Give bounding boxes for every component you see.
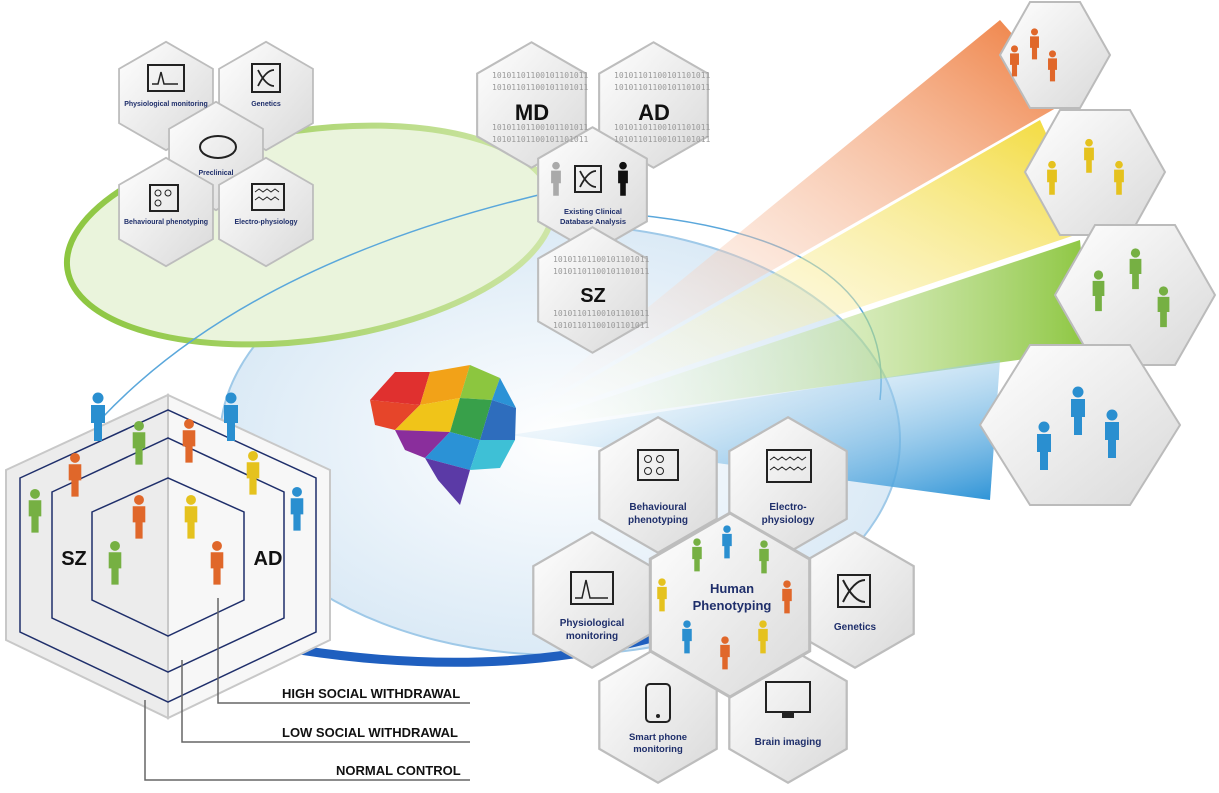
binary-text: 10101101100101101011 (492, 71, 589, 80)
beam-yellow (510, 120, 1090, 425)
beam-blue (510, 360, 1000, 500)
brain-icon (370, 365, 516, 505)
dna-icon (251, 63, 281, 93)
human-smartphone-label-2: monitoring (633, 744, 683, 755)
behaviour-icon (149, 184, 179, 212)
binary-text: 10101101100101101011 (492, 83, 589, 92)
cohort-sz-label: SZ (61, 548, 87, 570)
monitor-icon (147, 64, 185, 92)
eeg-icon (766, 449, 812, 483)
ad-label: AD (638, 100, 670, 125)
beam-orange (510, 20, 1070, 420)
human-genetics-label: Genetics (834, 622, 877, 633)
binary-text: 10101101100101101011 (614, 83, 711, 92)
dna-icon (837, 574, 871, 608)
preclinical-behaviour-label: Behavioural phenotyping (124, 219, 208, 226)
binary-text: 10101101100101101011 (553, 309, 650, 318)
preclinical-genetics-label: Genetics (251, 101, 281, 108)
cohort-ad-label: AD (254, 548, 283, 570)
eeg-icon (251, 183, 285, 211)
human-physio-label-1: Physiological (560, 618, 625, 629)
clinical-db-cluster: 10101101100101101011 1010110110010110101… (476, 41, 711, 354)
binary-text: 10101101100101101011 (553, 321, 650, 330)
binary-text: 10101101100101101011 (553, 267, 650, 276)
mouse-icon (199, 135, 237, 159)
normal-control-label: NORMAL CONTROL (336, 763, 461, 778)
cohort-hexagon: SZ AD (5, 392, 331, 720)
human-behaviour-label-1: Behavioural (629, 502, 686, 513)
preclinical-cluster: Physiological monitoring Genetics Precli… (118, 40, 314, 268)
preclinical-physio-label: Physiological monitoring (124, 101, 208, 108)
binary-text: 10101101100101101011 (492, 123, 589, 132)
group-hex-blue (978, 344, 1182, 506)
low-social-withdrawal-label: LOW SOCIAL WITHDRAWAL (282, 725, 458, 740)
human-center-label-2: Phenotyping (693, 598, 772, 613)
binary-text: 10101101100101101011 (614, 135, 711, 144)
human-center-label-1: Human (710, 581, 754, 596)
human-phenotyping-cluster: Behavioural phenotyping Electro- physiol… (532, 416, 915, 784)
clinical-db-label-2: Database Analysis (560, 217, 626, 226)
dna-icon (574, 165, 602, 193)
behaviour-icon (637, 449, 679, 481)
human-physio-label-2: monitoring (566, 631, 618, 642)
binary-text: 10101101100101101011 (614, 71, 711, 80)
beam-green (510, 240, 1090, 430)
group-hex-green (1053, 224, 1217, 366)
human-behaviour-label-2: phenotyping (628, 515, 688, 526)
monitor-icon (570, 571, 614, 605)
human-smartphone-label-1: Smart phone (629, 732, 687, 743)
binary-text: 10101101100101101011 (614, 123, 711, 132)
binary-text: 10101101100101101011 (553, 255, 650, 264)
binary-text: 10101101100101101011 (492, 135, 589, 144)
cohort-legend (144, 598, 470, 781)
preclinical-electro-label: Electro-physiology (234, 219, 297, 226)
clinical-db-label-1: Existing Clinical (564, 207, 622, 216)
high-social-withdrawal-label: HIGH SOCIAL WITHDRAWAL (282, 686, 460, 701)
preclinical-center-label: Preclinical (198, 170, 233, 177)
human-electro-label-2: physiology (762, 515, 815, 526)
smartphone-icon (645, 683, 671, 723)
human-brain-imaging-label: Brain imaging (755, 737, 822, 748)
human-electro-label-1: Electro- (769, 502, 806, 513)
md-label: MD (515, 100, 549, 125)
sz-db-label: SZ (580, 285, 606, 307)
connector-arc (99, 189, 561, 421)
group-hex-orange (998, 1, 1112, 109)
